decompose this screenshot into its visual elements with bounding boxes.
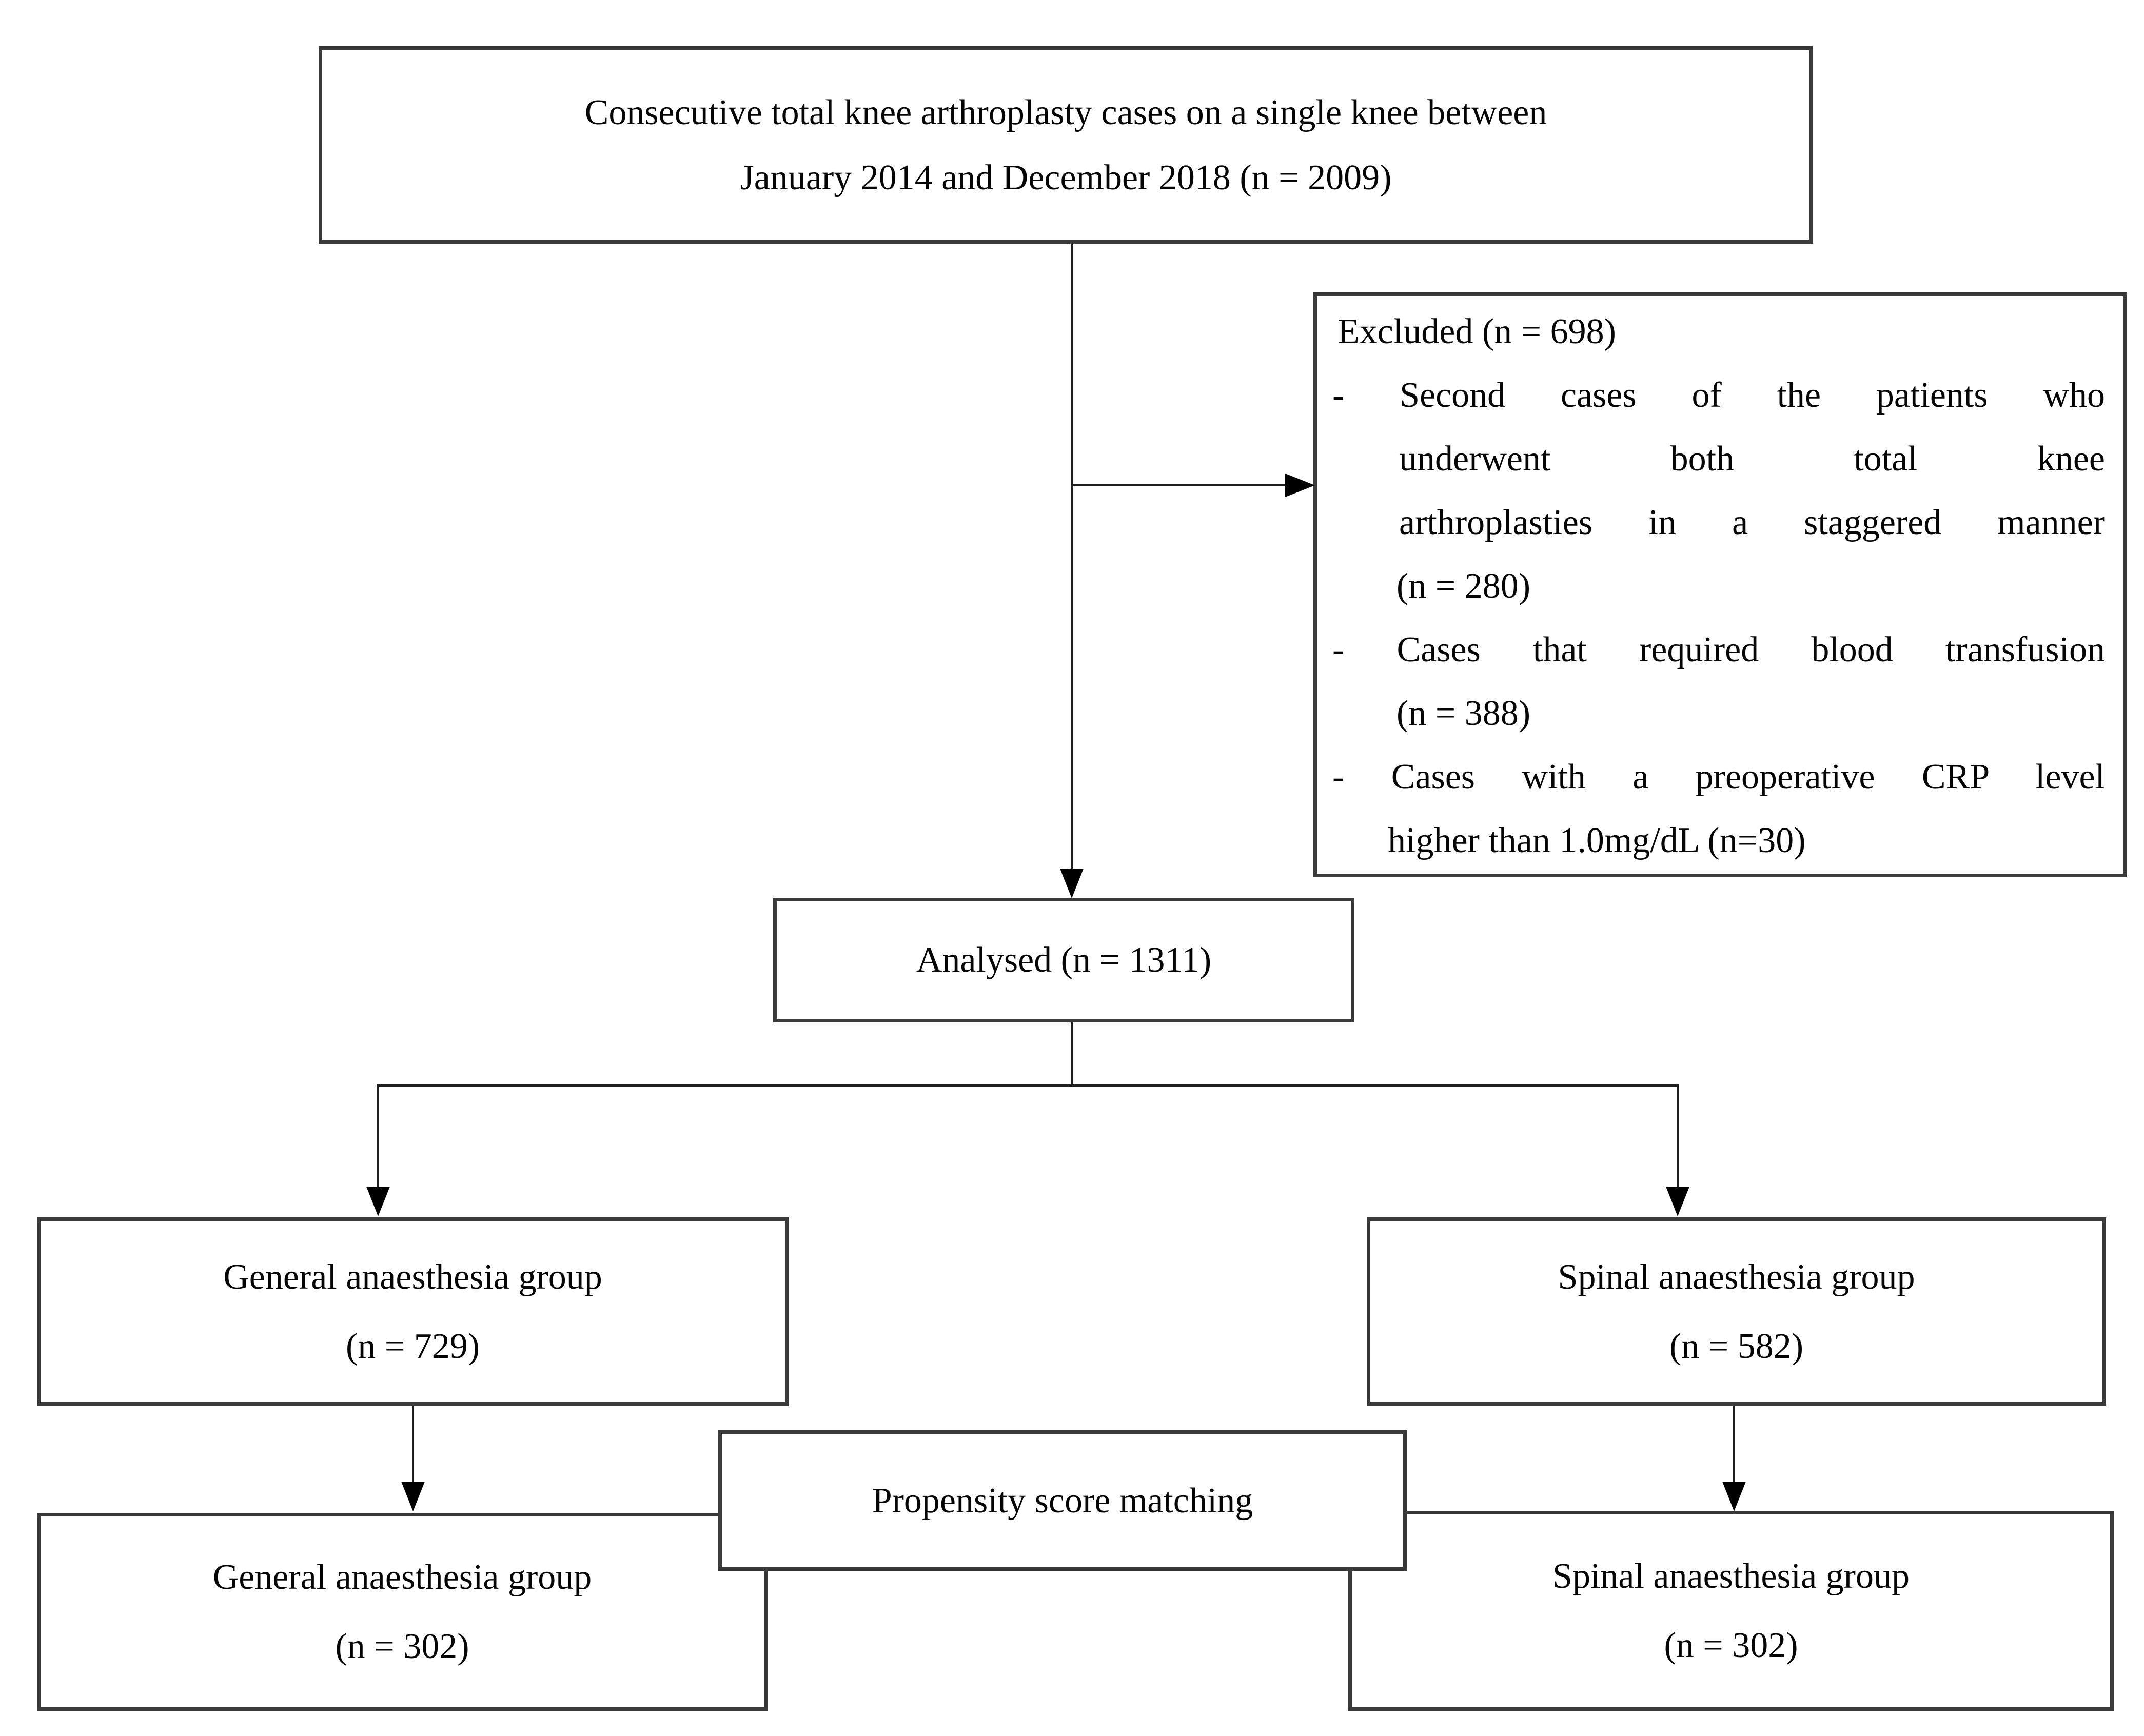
excluded-item-3-line-1: - Cases with a preoperative CRP level — [1332, 757, 2105, 797]
general-anaesthesia-matched-box: General anaesthesia group (n = 302) — [37, 1513, 768, 1711]
excluded-item-2-count: (n = 388) — [1396, 694, 1531, 733]
general-matched-count: (n = 302) — [335, 1627, 469, 1666]
excluded-item-3-line-2: higher than 1.0mg/dL (n=30) — [1388, 821, 1806, 860]
propensity-label: Propensity score matching — [872, 1481, 1253, 1521]
arrowhead-down-general-matched-icon — [401, 1482, 425, 1511]
branch-right-drop-line — [1677, 1084, 1679, 1188]
arrowhead-down-general-icon — [366, 1187, 390, 1216]
connector-spinal-to-matched — [1733, 1406, 1735, 1483]
enrollment-box: Consecutive total knee arthroplasty case… — [319, 46, 1813, 244]
analysed-box: Analysed (n = 1311) — [773, 898, 1354, 1022]
excluded-item-1-line-3: arthroplasties in a staggered manner — [1399, 503, 2105, 542]
branch-left-drop-line — [377, 1084, 379, 1188]
arrowhead-right-excluded-icon — [1285, 474, 1315, 497]
general-matched-line-1: General anaesthesia group — [212, 1557, 592, 1597]
excluded-title: Excluded (n = 698) — [1337, 312, 1616, 351]
arrowhead-down-spinal-icon — [1666, 1187, 1689, 1216]
arrowhead-down-spinal-matched-icon — [1722, 1482, 1746, 1511]
excluded-item-1-line-2: underwent both total knee — [1399, 439, 2105, 479]
spinal-anaesthesia-matched-box: Spinal anaesthesia group (n = 302) — [1348, 1511, 2114, 1711]
analysed-label: Analysed (n = 1311) — [916, 940, 1212, 980]
connector-analysed-down — [1071, 1022, 1073, 1086]
excluded-item-1-line-1: - Second cases of the patients who — [1332, 376, 2105, 415]
connector-general-to-matched — [412, 1406, 414, 1483]
connector-enrollment-to-analysed — [1071, 244, 1073, 870]
excluded-box: Excluded (n = 698) - Second cases of the… — [1313, 292, 2127, 877]
spinal-matched-count: (n = 302) — [1664, 1626, 1798, 1665]
spinal-matched-line-1: Spinal anaesthesia group — [1552, 1556, 1910, 1596]
spinal-anaesthesia-full-box: Spinal anaesthesia group (n = 582) — [1367, 1217, 2106, 1406]
enrollment-line-1: Consecutive total knee arthroplasty case… — [584, 92, 1547, 132]
enrollment-line-2: January 2014 and December 2018 (n = 2009… — [740, 157, 1392, 198]
propensity-score-matching-box: Propensity score matching — [718, 1430, 1407, 1571]
branch-horizontal-line — [378, 1084, 1679, 1087]
general-full-line-1: General anaesthesia group — [223, 1257, 602, 1297]
excluded-item-2-line-1: - Cases that required blood transfusion — [1332, 630, 2105, 669]
general-anaesthesia-full-box: General anaesthesia group (n = 729) — [37, 1217, 789, 1406]
connector-to-excluded — [1072, 484, 1286, 486]
spinal-full-count: (n = 582) — [1669, 1326, 1804, 1366]
arrowhead-down-analysed-icon — [1060, 869, 1084, 898]
excluded-item-1-count: (n = 280) — [1396, 566, 1531, 606]
general-full-count: (n = 729) — [345, 1326, 480, 1366]
spinal-full-line-1: Spinal anaesthesia group — [1558, 1257, 1915, 1297]
